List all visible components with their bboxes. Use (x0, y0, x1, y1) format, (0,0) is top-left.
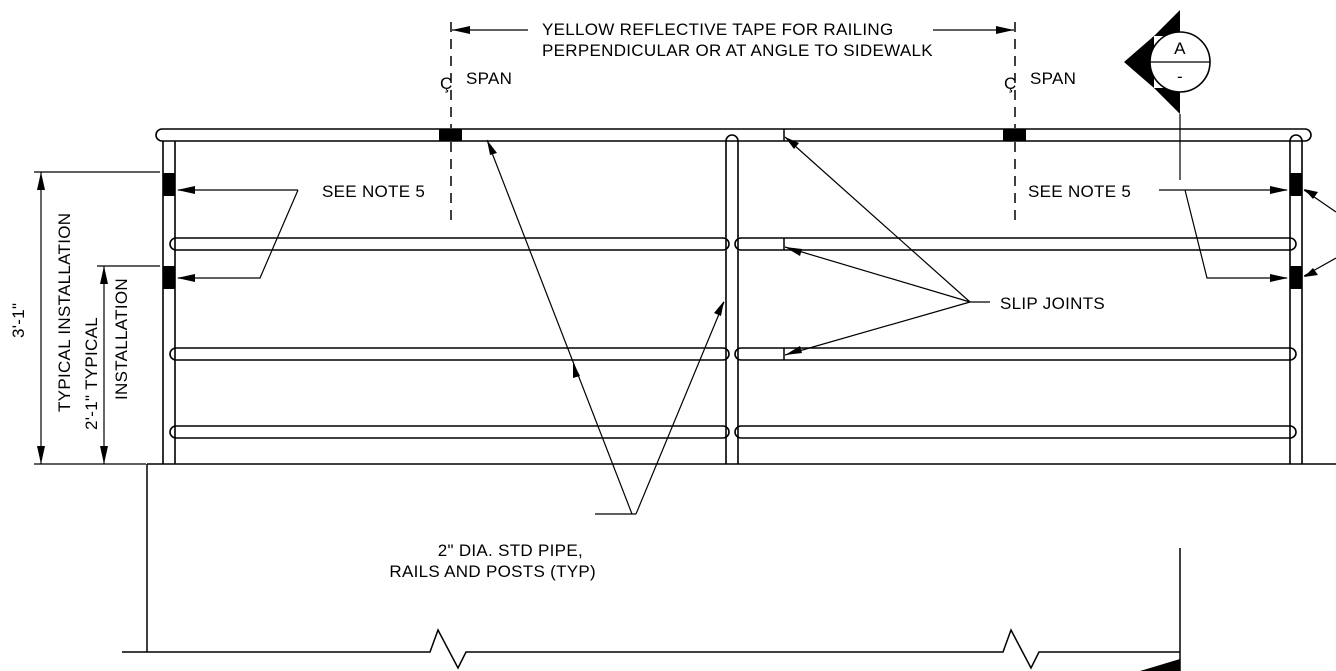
section-arrow-bottom (1140, 659, 1180, 671)
pipe-callout: 2" DIA. STD PIPE, RAILS AND POSTS (TYP) (389, 139, 725, 581)
section-marker: A - (1124, 10, 1211, 180)
see-note-left-label: SEE NOTE 5 (322, 182, 425, 201)
section-letter: A (1174, 39, 1186, 58)
centerline-symbol: Ç (440, 74, 453, 93)
pipe-label-line1: 2" DIA. STD PIPE, (438, 541, 583, 560)
cl-span-right-label: SPAN (1030, 69, 1076, 88)
see-note-left-callout: SEE NOTE 5 (177, 182, 425, 282)
dim-outer-text: TYPICAL INSTALLATION (55, 213, 74, 412)
centerline-symbol: Ç (1004, 74, 1017, 93)
reflective-tape-patches (163, 129, 1302, 289)
pipe-label-line2: RAILS AND POSTS (TYP) (389, 562, 596, 581)
top-rail (155, 128, 1312, 142)
dimension-inner: 2'-1" TYPICAL INSTALLATION (82, 265, 160, 464)
dimension-outer: 3'-1" TYPICAL INSTALLATION (9, 171, 160, 465)
centerline-span-right: Ç SPAN (1004, 22, 1076, 222)
tape-label-line1: YELLOW REFLECTIVE TAPE FOR RAILING (542, 20, 894, 39)
see-note-right-label: SEE NOTE 5 (1028, 182, 1131, 201)
concrete-base (122, 463, 1336, 671)
tape-label-line2: PERPENDICULAR OR AT ANGLE TO SIDEWALK (542, 41, 933, 60)
break-line (122, 628, 1180, 670)
dim-inner-value: 2'-1" TYPICAL (82, 317, 101, 430)
cl-span-left-label: SPAN (466, 69, 512, 88)
tape-dimension: YELLOW REFLECTIVE TAPE FOR RAILING PERPE… (452, 20, 1014, 60)
dim-inner-text: INSTALLATION (112, 278, 131, 400)
dim-outer-value: 3'-1" (9, 303, 28, 338)
intermediate-rails (169, 237, 1297, 439)
see-note-right-callout: SEE NOTE 5 (1028, 182, 1336, 282)
slip-joints-label: SLIP JOINTS (1000, 294, 1105, 313)
section-sheet: - (1177, 67, 1183, 86)
slip-joints-callout: SLIP JOINTS (784, 136, 1105, 356)
centerline-span-left: Ç SPAN (440, 22, 512, 222)
